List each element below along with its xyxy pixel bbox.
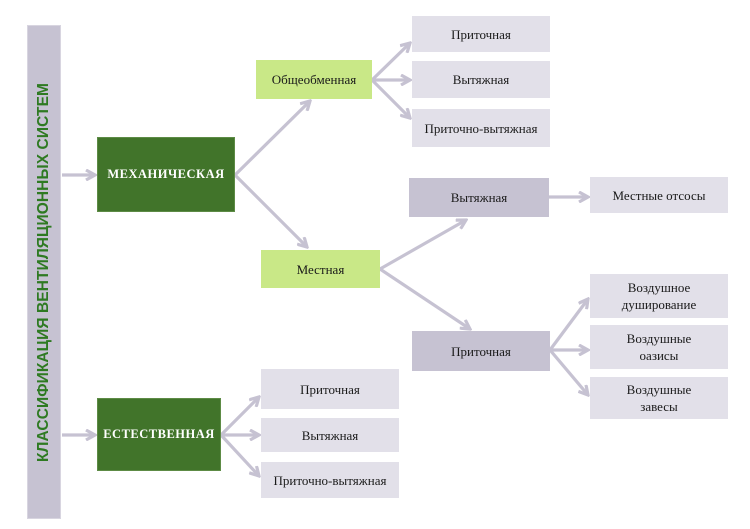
node-air-showering: Воздушное душирование: [590, 274, 728, 318]
node-mechanical: МЕХАНИЧЕСКАЯ: [97, 137, 235, 212]
node-local-suction: Местные отсосы: [590, 177, 728, 213]
node-local-supply: Приточная: [412, 331, 550, 371]
arrow-local-supply-to-air-showering: [548, 299, 588, 351]
root-title-text: КЛАССИФИКАЦИЯ ВЕНТИЛЯЦИОННЫХ СИСТЕМ: [35, 82, 53, 462]
node-local-exhaust: Вытяжная: [409, 178, 549, 217]
root-node-title: КЛАССИФИКАЦИЯ ВЕНТИЛЯЦИОННЫХ СИСТЕМ: [27, 25, 61, 519]
node-general-supply: Приточная: [412, 16, 550, 52]
node-natural: ЕСТЕСТВЕННАЯ: [97, 398, 221, 471]
arrow-general-exchange-to-general-supply: [370, 43, 410, 82]
node-air-oases: Воздушные оазисы: [590, 325, 728, 369]
node-general-exhaust: Вытяжная: [412, 61, 550, 98]
node-air-curtains: Воздушные завесы: [590, 377, 728, 419]
node-natural-supply: Приточная: [261, 369, 399, 409]
arrow-mechanical-to-general-exchange: [233, 101, 310, 177]
arrow-local-to-local-supply: [379, 267, 470, 329]
arrow-mechanical-to-local: [233, 173, 307, 247]
node-local: Местная: [261, 250, 380, 288]
node-general-supply-exhaust: Приточно-вытяжная: [412, 109, 550, 147]
arrow-local-to-local-exhaust: [379, 220, 466, 271]
arrow-natural-to-natural-supply-exhaust: [219, 433, 259, 476]
node-natural-supply-exhaust: Приточно-вытяжная: [261, 462, 399, 498]
node-natural-exhaust: Вытяжная: [261, 418, 399, 452]
arrow-local-supply-to-air-curtains: [548, 348, 588, 395]
node-general-exchange: Общеобменная: [256, 60, 372, 99]
arrow-general-exchange-to-general-supply-exhaust: [370, 78, 410, 118]
arrow-natural-to-natural-supply: [219, 397, 259, 437]
